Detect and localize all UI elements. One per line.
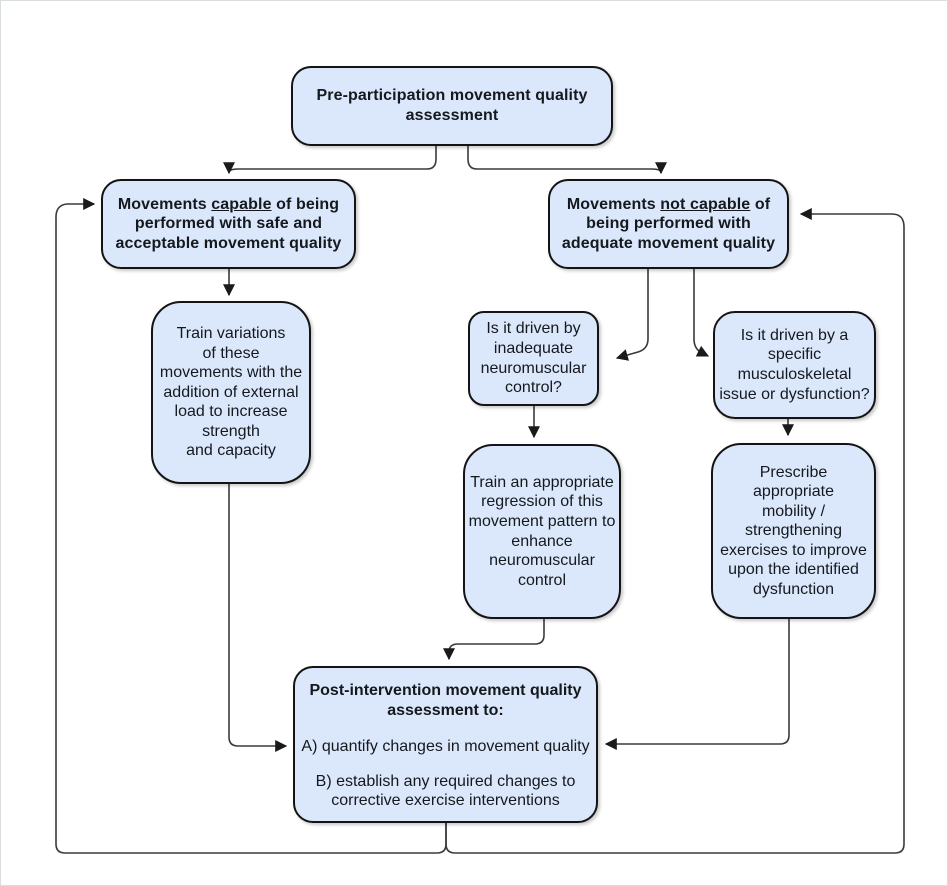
post-intervention-heading: Post-intervention movement quality asses… bbox=[309, 682, 582, 719]
box-train-variations: Train variations of these movements with… bbox=[151, 301, 311, 484]
not-capable-label-pre: Movements bbox=[566, 195, 661, 213]
not-capable-label-underlined: not capable bbox=[660, 195, 751, 213]
connector-title-to-not-capable bbox=[467, 146, 667, 175]
connector-notcapable-to-neuromuscular bbox=[615, 269, 649, 361]
box-prescribe-exercises-label: Prescribe appropriate mobility / strengt… bbox=[720, 463, 867, 598]
connector-title-to-capable bbox=[223, 146, 437, 175]
box-question-musculoskeletal-label: Is it driven by a specific musculoskelet… bbox=[719, 326, 870, 403]
post-intervention-item-a: A) quantify changes in movement quality bbox=[301, 738, 590, 756]
box-question-neuromuscular-label: Is it driven by inadequate neuromuscular… bbox=[480, 320, 587, 397]
box-prescribe-exercises: Prescribe appropriate mobility / strengt… bbox=[711, 443, 876, 619]
capable-label-pre: Movements bbox=[117, 195, 212, 213]
connector-regression-to-post bbox=[443, 619, 545, 661]
box-post-intervention: Post-intervention movement quality asses… bbox=[293, 666, 598, 823]
box-preparticipation-assessment: Pre-participation movement quality asses… bbox=[291, 66, 613, 146]
connector-notcapable-to-musculoskeletal bbox=[693, 269, 710, 357]
box-train-regression-label: Train an appropriate regression of this … bbox=[468, 473, 616, 589]
capable-label-underlined: capable bbox=[211, 195, 272, 213]
box-movements-not-capable-label: Movements not capable of being performed… bbox=[562, 195, 775, 254]
box-preparticipation-assessment-label: Pre-participation movement quality asses… bbox=[316, 87, 588, 124]
box-question-musculoskeletal: Is it driven by a specific musculoskelet… bbox=[713, 311, 876, 419]
connector-post-loop-to-capable bbox=[55, 198, 447, 854]
connector-train-to-post bbox=[228, 484, 288, 752]
box-train-regression: Train an appropriate regression of this … bbox=[463, 444, 621, 619]
box-movements-capable-label: Movements capable of being performed wit… bbox=[116, 195, 342, 254]
box-movements-capable: Movements capable of being performed wit… bbox=[101, 179, 356, 269]
not-capable-label-post: of being performed with adequate movemen… bbox=[561, 195, 776, 252]
post-intervention-item-b: B) establish any required changes to cor… bbox=[315, 772, 576, 810]
capable-label-post: of being performed with safe and accepta… bbox=[115, 195, 342, 252]
box-question-neuromuscular: Is it driven by inadequate neuromuscular… bbox=[468, 311, 599, 406]
box-movements-not-capable: Movements not capable of being performed… bbox=[548, 179, 789, 269]
box-train-variations-label: Train variations of these movements with… bbox=[159, 325, 303, 460]
connector-prescribe-to-post bbox=[604, 619, 790, 750]
connector-post-loop-to-not-capable bbox=[445, 208, 905, 854]
